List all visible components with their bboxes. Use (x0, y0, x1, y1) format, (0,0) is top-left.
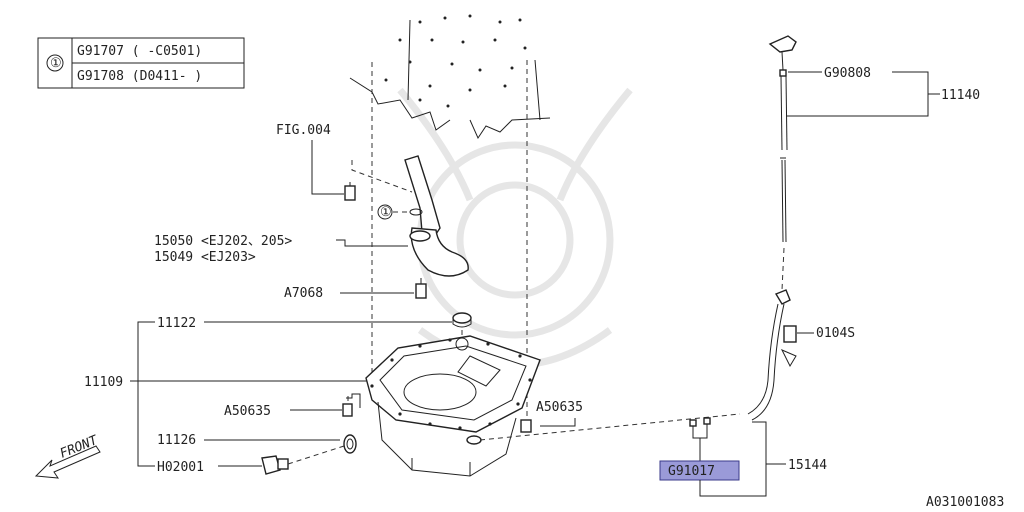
bolt-hole-dots (384, 14, 527, 108)
label-11140[interactable]: 11140 (941, 88, 980, 103)
label-11122[interactable]: 11122 (157, 316, 196, 331)
bolt-a50635-right (520, 419, 532, 433)
label-11109[interactable]: 11109 (84, 375, 123, 390)
dash-pan-guide (479, 413, 741, 441)
label-15049[interactable]: 15049 <EJ203> (154, 250, 256, 265)
label-g90808[interactable]: G90808 (824, 66, 871, 81)
label-front: FRONT (58, 433, 101, 462)
oil-pan (365, 335, 541, 477)
bracket-15144 (699, 421, 767, 497)
label-11126[interactable]: 11126 (157, 433, 196, 448)
leader-a50635-right (540, 418, 576, 427)
legend-marker: ① (50, 56, 62, 71)
label-h02001[interactable]: H02001 (157, 460, 204, 475)
bolt-a7068 (415, 278, 427, 299)
callout-1: ① (380, 205, 392, 220)
leader-15050 (336, 239, 408, 247)
dash-drain (287, 445, 345, 465)
bracket-11109 (137, 321, 155, 467)
label-15144[interactable]: 15144 (788, 458, 827, 473)
gasket-11126 (343, 434, 357, 454)
leader-fig004 (311, 140, 344, 195)
dipstick-11140 (768, 35, 797, 291)
dash-fig004 (351, 160, 413, 193)
label-a50635-left[interactable]: A50635 (224, 404, 271, 419)
label-0104s[interactable]: 0104S (816, 326, 855, 341)
label-a50635-right[interactable]: A50635 (536, 400, 583, 415)
legend-row-2: G91708 (D0411- ) (77, 69, 202, 84)
label-a7068[interactable]: A7068 (284, 286, 323, 301)
bolt-a50635-left (342, 393, 361, 417)
diagram-id: A031001083 (926, 495, 1004, 510)
label-g91017[interactable]: G91017 (668, 464, 715, 479)
engine-block (349, 14, 551, 140)
callout-1-circle (377, 204, 393, 220)
filler-cap-11122 (452, 312, 472, 328)
label-15050[interactable]: 15050 <EJ202、205> (154, 234, 292, 249)
front-arrow-icon (34, 445, 101, 479)
o-ring (409, 208, 423, 216)
legend-row-1: G91707 ( -C0501) (77, 44, 202, 59)
oil-strainer (404, 155, 469, 277)
label-fig004[interactable]: FIG.004 (276, 123, 331, 138)
legend-table: ① G91707 ( -C0501) G91708 (D0411- ) (37, 37, 245, 89)
guide-tube-15144 (747, 289, 797, 421)
drain-plug-h02001 (261, 455, 289, 475)
bolt-fig004 (344, 182, 356, 201)
